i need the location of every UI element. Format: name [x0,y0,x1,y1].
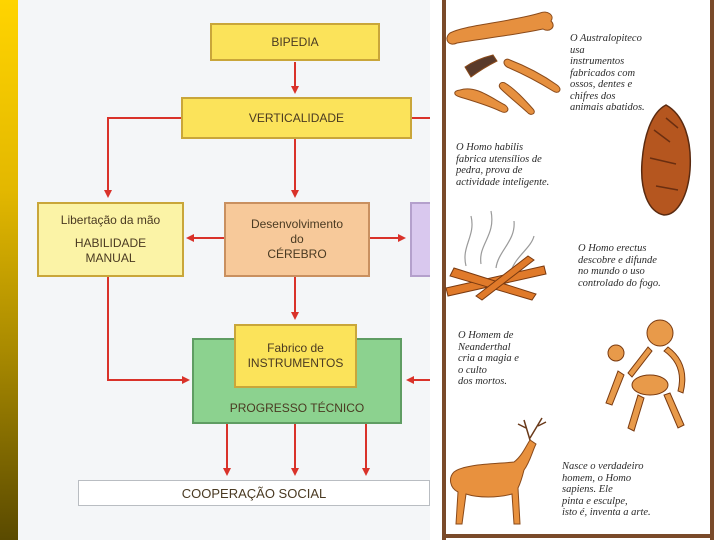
habilidade-label: HABILIDADE MANUAL [74,236,147,265]
cerebro-box: Desenvolvimento do CÉREBRO [224,202,370,277]
evolution-panel [430,0,720,540]
sapiens-caption: Nasce o verdadeiro homem, o Homo sapiens… [562,461,651,518]
australopiteco-caption: O Australopiteco usa instrumentos fabric… [570,33,645,113]
partial-side-box [410,202,432,277]
stone-tool-illustration [640,104,692,216]
cooperacao-social-box: COOPERAÇÃO SOCIAL [78,480,430,506]
fire-illustration [445,210,547,301]
skeleton-illustration [605,319,686,432]
verticalidade-box: VERTICALIDADE [181,97,412,139]
erectus-caption: O Homo erectus descobre e difunde no mun… [578,243,661,289]
libertacao-label: Libertação da mão [60,213,161,227]
habilis-caption: O Homo habilis fabrica utensílios de ped… [456,142,550,188]
habilidade-manual-box: Libertação da mão HABILIDADE MANUAL [37,202,184,277]
left-accent-bar [0,0,18,540]
bipedia-box: BIPEDIA [210,23,380,61]
fabrico-label: Fabrico de INSTRUMENTOS [247,341,344,370]
cooperacao-label: COOPERAÇÃO SOCIAL [181,485,327,501]
flowchart-arrows [104,62,430,476]
fabrico-box: Fabrico de INSTRUMENTOS [234,324,357,388]
bones-illustration [446,11,561,115]
progresso-label: PROGRESSO TÉCNICO [229,401,365,415]
desenvolvimento-label: Desenvolvimento do CÉREBRO [250,217,344,261]
bipedia-label: BIPEDIA [271,34,319,49]
neanderthal-caption: O Homem de Neanderthal cria a magia e o … [458,330,519,387]
panel-frame [442,0,714,540]
deer-painting-illustration [450,417,547,525]
verticalidade-label: VERTICALIDADE [248,110,345,125]
